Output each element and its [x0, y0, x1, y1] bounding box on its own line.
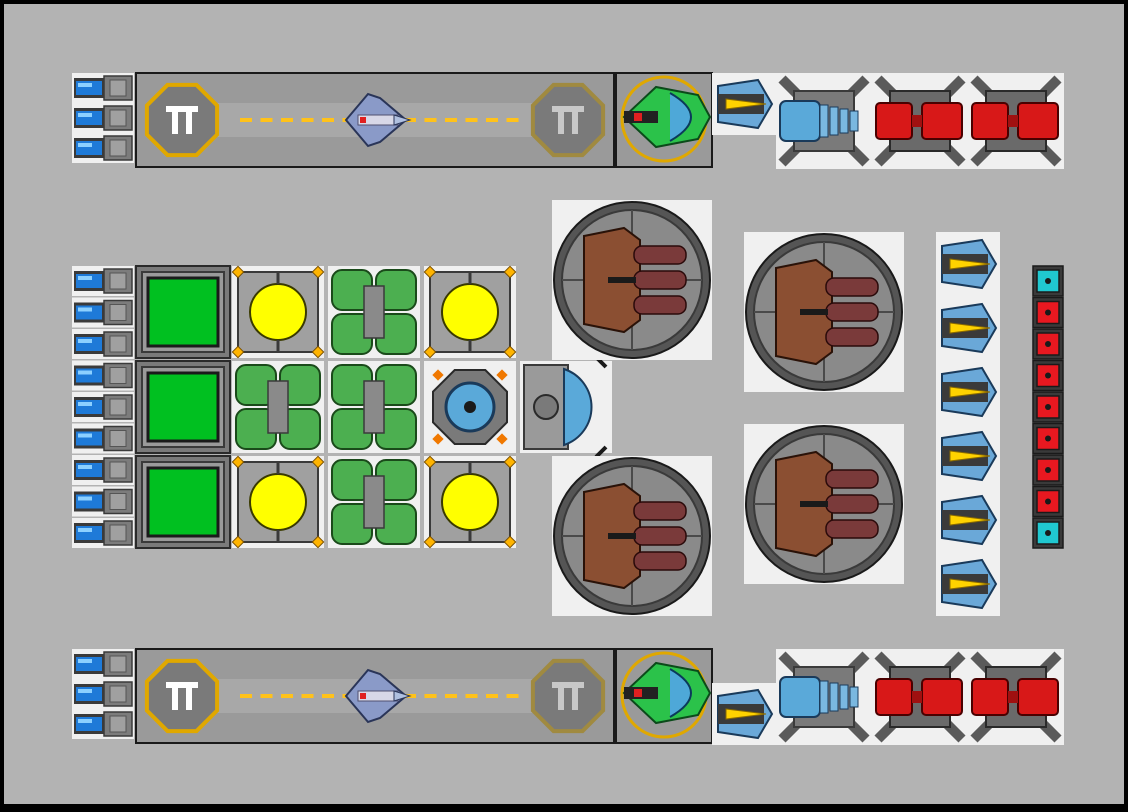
thruster-icon[interactable]: [72, 423, 134, 454]
thruster-icon[interactable]: [72, 392, 134, 422]
shield-hub-icon[interactable]: [424, 361, 516, 453]
reactor-icon[interactable]: [135, 360, 231, 454]
heavy-turret-icon[interactable]: [552, 456, 712, 616]
reactor-icon[interactable]: [135, 455, 231, 549]
light-cannon-icon[interactable]: [936, 552, 1000, 616]
hangar-emblem-icon: [530, 658, 606, 734]
battery-icon[interactable]: [872, 649, 968, 745]
light-cannon-icon[interactable]: [936, 296, 1000, 360]
thruster-icon[interactable]: [72, 649, 134, 679]
battery-icon[interactable]: [968, 649, 1064, 745]
pipe-icon: [328, 361, 420, 453]
reactor-icon[interactable]: [135, 265, 231, 359]
thruster-icon[interactable]: [72, 73, 134, 103]
hangar-emblem-icon: [144, 82, 220, 158]
pipe-icon: [232, 361, 324, 453]
battery-icon[interactable]: [968, 73, 1064, 169]
armor-block-icon[interactable]: [1032, 391, 1064, 423]
bridge-icon[interactable]: [520, 355, 612, 459]
generator-icon[interactable]: [423, 265, 517, 359]
generator-icon[interactable]: [231, 265, 325, 359]
pipe-icon: [328, 266, 420, 358]
armor-block-icon[interactable]: [1032, 265, 1064, 297]
armor-block-icon[interactable]: [1032, 359, 1064, 392]
heavy-turret-icon[interactable]: [552, 200, 712, 360]
light-cannon-icon[interactable]: [936, 232, 1000, 296]
fighter-ship-icon[interactable]: [344, 92, 412, 148]
thruster-icon[interactable]: [72, 486, 134, 517]
thruster-icon[interactable]: [72, 133, 134, 163]
shield-generator-icon[interactable]: [776, 649, 872, 745]
ship-layout: [72, 72, 1064, 745]
armor-block-icon[interactable]: [1032, 517, 1064, 549]
thruster-icon[interactable]: [72, 679, 134, 709]
thruster-icon[interactable]: [72, 297, 134, 328]
light-cannon-icon[interactable]: [712, 683, 776, 745]
hangar-emblem-icon: [144, 658, 220, 734]
generator-icon[interactable]: [231, 455, 325, 549]
heavy-turret-icon[interactable]: [744, 424, 904, 584]
armor-block-icon[interactable]: [1032, 454, 1064, 486]
drone-bay-icon[interactable]: [615, 72, 713, 168]
thruster-icon[interactable]: [72, 266, 134, 296]
thruster-icon[interactable]: [72, 455, 134, 485]
generator-icon[interactable]: [423, 455, 517, 549]
light-cannon-icon[interactable]: [936, 360, 1000, 424]
shield-generator-icon[interactable]: [776, 73, 872, 169]
armor-block-icon[interactable]: [1032, 422, 1064, 455]
armor-block-icon[interactable]: [1032, 328, 1064, 360]
thruster-icon[interactable]: [72, 709, 134, 739]
heavy-turret-icon[interactable]: [744, 232, 904, 392]
thruster-icon[interactable]: [72, 103, 134, 133]
fighter-ship-icon[interactable]: [344, 668, 412, 724]
armor-block-icon[interactable]: [1032, 296, 1064, 329]
thruster-icon[interactable]: [72, 329, 134, 359]
light-cannon-icon[interactable]: [712, 73, 776, 135]
light-cannon-icon[interactable]: [936, 424, 1000, 488]
thruster-icon[interactable]: [72, 360, 134, 391]
pipe-icon: [328, 456, 420, 548]
thruster-icon[interactable]: [72, 518, 134, 548]
drone-bay-icon[interactable]: [615, 648, 713, 744]
hangar-emblem-icon: [530, 82, 606, 158]
armor-block-icon[interactable]: [1032, 485, 1064, 518]
battery-icon[interactable]: [872, 73, 968, 169]
light-cannon-icon[interactable]: [936, 488, 1000, 552]
